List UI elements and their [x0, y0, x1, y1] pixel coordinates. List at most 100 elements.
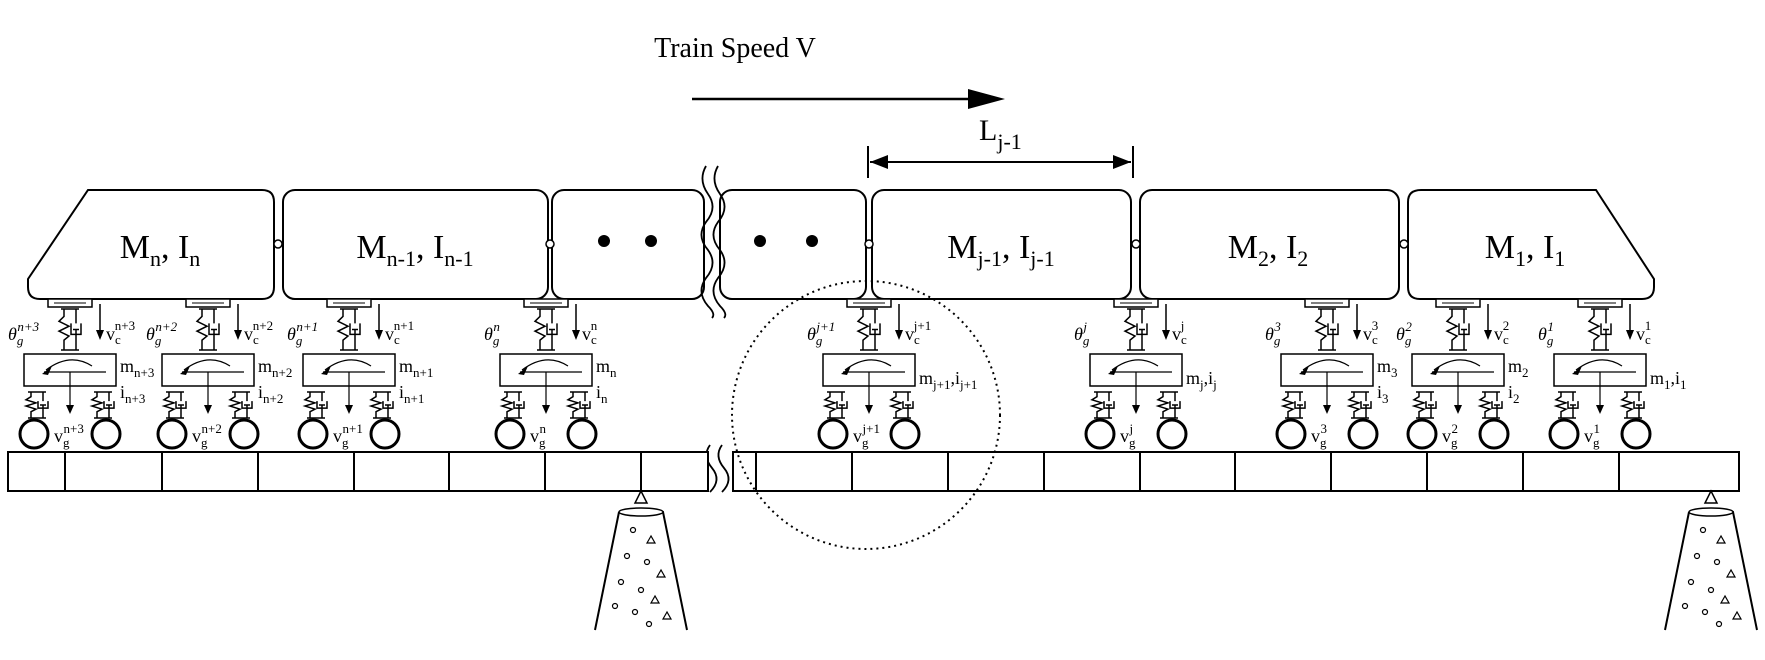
- vg-label: vg2: [1442, 421, 1458, 450]
- spring: [1155, 392, 1171, 418]
- wheel-icon: [817, 418, 849, 450]
- coupler: [864, 239, 874, 249]
- wheel-icon: [1548, 418, 1580, 450]
- spring: [89, 392, 105, 418]
- rotation-arrow-icon: [324, 359, 372, 371]
- mass-label: mn: [596, 356, 617, 380]
- car-labels: Mn, In Mn-1, In-1 Mj-1, Ij-1 M2, I2 M1, …: [120, 229, 1566, 271]
- car-bodies: [27, 189, 1655, 300]
- bearing-icon: [1703, 489, 1719, 504]
- spring: [1411, 392, 1427, 418]
- bridge-deck: [7, 451, 1740, 492]
- theta-label: θgj: [1074, 319, 1090, 348]
- car-body-lead-left: [27, 189, 275, 300]
- spring: [888, 392, 904, 418]
- wheel-icon: [1478, 418, 1510, 450]
- dashpot: [1633, 392, 1645, 418]
- spring: [227, 392, 243, 418]
- pier: [594, 489, 688, 631]
- span-label: Lj-1: [979, 114, 1022, 154]
- theta-label: θgn+3: [8, 319, 40, 348]
- car-label: M1, I1: [1485, 229, 1566, 271]
- car-body-lead-right: [1407, 189, 1655, 300]
- dashpot: [1103, 392, 1115, 418]
- spring: [499, 392, 515, 418]
- dashpot: [103, 392, 115, 418]
- wheel-icon: [1156, 418, 1188, 450]
- car-body: [551, 189, 705, 300]
- spring: [1477, 392, 1493, 418]
- rotation-arrow-icon: [1433, 359, 1481, 371]
- coupler: [273, 239, 283, 249]
- dashpot: [836, 392, 848, 418]
- wheel-icon: [566, 418, 598, 450]
- theta-label: θgn+2: [146, 319, 178, 348]
- spring: [23, 392, 39, 418]
- vc-label: vcj+1: [905, 318, 931, 347]
- theta-label: θg1: [1538, 319, 1554, 348]
- arrow-down-icon: [895, 330, 903, 340]
- wheel-icon: [1620, 418, 1652, 450]
- spring: [565, 392, 581, 418]
- vg-label: vg3: [1311, 421, 1327, 450]
- spring: [533, 309, 547, 350]
- theta-label: θgn+1: [287, 319, 318, 348]
- wheel-icon: [228, 418, 260, 450]
- dashpot: [1600, 309, 1612, 350]
- mass-label: m3: [1377, 356, 1398, 380]
- dashpot: [1567, 392, 1579, 418]
- ellipsis-dots: [598, 235, 818, 247]
- spring: [1445, 309, 1459, 350]
- arrow-down-icon: [1626, 330, 1634, 340]
- wheel-icon: [1084, 418, 1116, 450]
- dashpot: [349, 309, 361, 350]
- dashpot: [1327, 309, 1339, 350]
- vg-label: vgn+1: [333, 421, 363, 450]
- wheel-icon: [889, 418, 921, 450]
- mass-inertia-label: mj+1,ij+1: [919, 368, 977, 392]
- dashpot: [579, 392, 591, 418]
- dashpot: [546, 309, 558, 350]
- dashpot: [208, 309, 220, 350]
- coupler: [1399, 239, 1409, 249]
- span-dimension: [867, 146, 1134, 178]
- mass-label: m2: [1508, 356, 1529, 380]
- arrow-down-icon: [375, 330, 383, 340]
- car-label: M2, I2: [1228, 229, 1309, 271]
- inertia-label: in: [596, 382, 608, 406]
- detail-circle: [731, 280, 1001, 550]
- spring: [336, 309, 350, 350]
- dashpot: [37, 392, 49, 418]
- rotation-arrow-icon: [521, 359, 569, 371]
- dashpot: [869, 309, 881, 350]
- dashpot: [70, 309, 82, 350]
- arrow-down-icon: [234, 330, 242, 340]
- wheel-icon: [156, 418, 188, 450]
- bearing-icon: [633, 489, 649, 504]
- spring: [1619, 392, 1635, 418]
- dashpot: [316, 392, 328, 418]
- vg-label: vgn+2: [192, 421, 222, 450]
- dashpot: [1360, 392, 1372, 418]
- arrow-down-icon: [96, 330, 104, 340]
- rotation-arrow-icon: [844, 359, 892, 371]
- dashpot: [1169, 392, 1181, 418]
- car-label: Mn, In: [120, 229, 201, 271]
- dashpot: [241, 392, 253, 418]
- vg-label: vgn+3: [54, 421, 84, 450]
- car-label: Mj-1, Ij-1: [947, 229, 1054, 271]
- dashpot: [1458, 309, 1470, 350]
- spring: [302, 392, 318, 418]
- spring: [1314, 309, 1328, 350]
- vc-label: vc2: [1494, 318, 1509, 347]
- rotation-arrow-icon: [1575, 359, 1623, 371]
- spring: [1553, 392, 1569, 418]
